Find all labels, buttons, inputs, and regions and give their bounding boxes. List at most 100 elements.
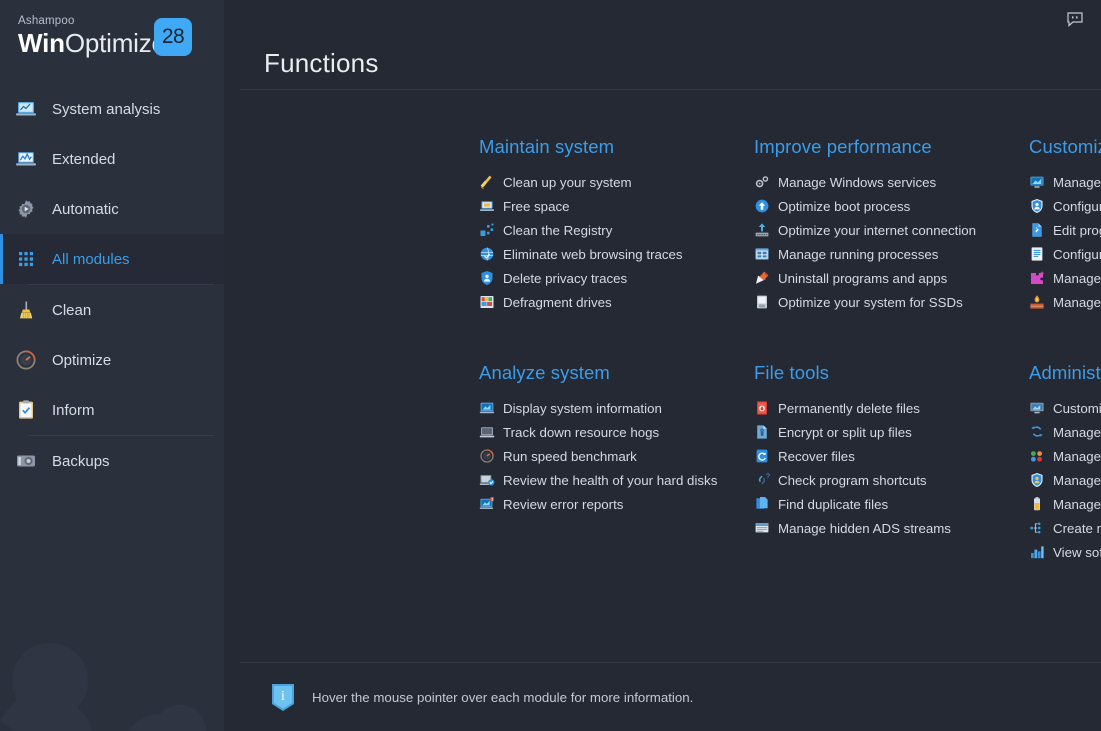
sidebar-item-system-analysis[interactable]: System analysis bbox=[0, 84, 224, 134]
module-link[interactable]: Find duplicate files bbox=[754, 492, 1029, 516]
module-link[interactable]: Optimize your system for SSDs bbox=[754, 290, 1029, 314]
version-badge: 28 bbox=[154, 18, 192, 56]
feedback-icon[interactable] bbox=[1057, 4, 1093, 34]
error-report-icon bbox=[479, 496, 495, 512]
bar-chart-icon bbox=[1029, 544, 1045, 560]
module-link[interactable]: Edit program shortcuts bbox=[1029, 218, 1101, 242]
module-link[interactable]: Manage user rights bbox=[1029, 468, 1101, 492]
sidebar-divider bbox=[28, 284, 214, 285]
ads-streams-icon bbox=[754, 520, 770, 536]
broom-yellow-icon bbox=[479, 174, 495, 190]
module-label: Clean up your system bbox=[503, 174, 632, 190]
defrag-bars-icon bbox=[479, 294, 495, 310]
module-link[interactable]: Manage system restore points bbox=[1029, 420, 1101, 444]
brand-product: WinOptimizer bbox=[18, 28, 224, 58]
duplicate-files-icon bbox=[754, 496, 770, 512]
module-link[interactable]: Manage Windows services bbox=[754, 170, 1029, 194]
module-link[interactable]: Manage running processes bbox=[754, 242, 1029, 266]
module-link[interactable]: Clean up your system bbox=[479, 170, 754, 194]
benchmark-gauge-icon bbox=[479, 448, 495, 464]
module-label: Review the health of your hard disks bbox=[503, 472, 718, 488]
module-link[interactable]: Review error reports bbox=[479, 492, 754, 516]
module-link[interactable]: Permanently delete files bbox=[754, 396, 1029, 420]
file-encrypt-icon bbox=[754, 424, 770, 440]
notes-icon[interactable] bbox=[1093, 4, 1101, 34]
module-group-title: Analyze system bbox=[479, 362, 610, 383]
module-link[interactable]: Manage system settings bbox=[1029, 170, 1101, 194]
broken-link-icon: ? bbox=[754, 472, 770, 488]
sidebar-divider bbox=[28, 435, 214, 436]
user-shield-icon bbox=[1029, 472, 1045, 488]
status-text: Hover the mouse pointer over each module… bbox=[312, 689, 694, 705]
sidebar-item-inform[interactable]: Inform bbox=[0, 385, 224, 435]
module-link[interactable]: View software statistics bbox=[1029, 540, 1101, 564]
module-link[interactable]: Encrypt or split up files bbox=[754, 420, 1029, 444]
sidebar-item-all-modules[interactable]: All modules bbox=[0, 234, 224, 284]
gear-play-icon bbox=[14, 197, 38, 221]
gauge-icon bbox=[14, 348, 38, 372]
sidebar-item-backups[interactable]: Backups bbox=[0, 436, 224, 486]
module-label: Manage hidden ADS streams bbox=[778, 520, 951, 536]
module-label: Customize system bbox=[1053, 400, 1101, 416]
module-link[interactable]: Uninstall programs and apps bbox=[754, 266, 1029, 290]
module-link[interactable]: Eliminate web browsing traces bbox=[479, 242, 754, 266]
module-link[interactable]: Recover files bbox=[754, 444, 1029, 468]
module-link[interactable]: Delete privacy traces bbox=[479, 266, 754, 290]
titlebar: ? bbox=[224, 0, 1101, 38]
module-link[interactable]: Optimize boot process bbox=[754, 194, 1029, 218]
sidebar-item-clean[interactable]: Clean bbox=[0, 285, 224, 335]
module-label: Create maintenance schedules bbox=[1053, 520, 1101, 536]
sidebar-item-label: All modules bbox=[52, 250, 130, 268]
module-group-title: Administrative tools bbox=[1029, 362, 1101, 383]
tweak-monitor-icon bbox=[1029, 174, 1045, 190]
module-link[interactable]: Review the health of your hard disks bbox=[479, 468, 754, 492]
context-menu-icon bbox=[1029, 246, 1045, 262]
module-label: Optimize boot process bbox=[778, 198, 911, 214]
sidebar-item-label: Extended bbox=[52, 150, 116, 168]
registry-dots-icon bbox=[479, 222, 495, 238]
module-link[interactable]: Manage firewall rules bbox=[1029, 290, 1101, 314]
gears-icon bbox=[754, 174, 770, 190]
module-link[interactable]: Defragment drives bbox=[479, 290, 754, 314]
module-link[interactable]: Optimize your internet connection bbox=[754, 218, 1029, 242]
sidebar-item-label: Backups bbox=[52, 452, 110, 470]
file-wipe-icon bbox=[754, 400, 770, 416]
module-link[interactable]: Manage hidden ADS streams bbox=[754, 516, 1029, 540]
sidebar-watermark bbox=[0, 531, 224, 731]
brand-company: Ashampoo bbox=[18, 15, 75, 27]
module-link[interactable]: Display system information bbox=[479, 396, 754, 420]
module-label: Track down resource hogs bbox=[503, 424, 660, 440]
puzzle-icon bbox=[1029, 270, 1045, 286]
module-link[interactable]: Customize system bbox=[1029, 396, 1101, 420]
firewall-icon bbox=[1029, 294, 1045, 310]
module-group: Administrative toolsCustomize systemMana… bbox=[1029, 362, 1101, 564]
module-group-title: File tools bbox=[754, 362, 830, 383]
module-link[interactable]: Manage browser extensions bbox=[1029, 266, 1101, 290]
module-label: Configure privacy settings bbox=[1053, 198, 1101, 214]
sidebar-item-label: Inform bbox=[52, 401, 95, 419]
module-label: Manage browser extensions bbox=[1053, 270, 1101, 286]
module-label: Recover files bbox=[778, 448, 855, 464]
module-label: Display system information bbox=[503, 400, 662, 416]
module-link[interactable]: Manage power schemes bbox=[1029, 492, 1101, 516]
module-group-title: Customize Windows bbox=[1029, 136, 1101, 157]
module-label: Manage running processes bbox=[778, 246, 939, 262]
sidebar-item-optimize[interactable]: Optimize bbox=[0, 335, 224, 385]
sidebar-item-extended[interactable]: Extended bbox=[0, 134, 224, 184]
module-label: Check program shortcuts bbox=[778, 472, 927, 488]
module-link[interactable]: Clean the Registry bbox=[479, 218, 754, 242]
module-link[interactable]: Track down resource hogs bbox=[479, 420, 754, 444]
module-link[interactable]: Configure privacy settings bbox=[1029, 194, 1101, 218]
restore-arrows-icon bbox=[1029, 424, 1045, 440]
module-link[interactable]: Configure right-click menus bbox=[1029, 242, 1101, 266]
module-link[interactable]: Manage icon arrangements bbox=[1029, 444, 1101, 468]
sidebar-item-automatic[interactable]: Automatic bbox=[0, 184, 224, 234]
module-link[interactable]: Run speed benchmark bbox=[479, 444, 754, 468]
module-link[interactable]: Create maintenance schedules bbox=[1029, 516, 1101, 540]
module-link[interactable]: ? Check program shortcuts bbox=[754, 468, 1029, 492]
page-title: Functions bbox=[264, 48, 379, 78]
module-link[interactable]: Free space bbox=[479, 194, 754, 218]
laptop-graph-icon bbox=[14, 147, 38, 171]
